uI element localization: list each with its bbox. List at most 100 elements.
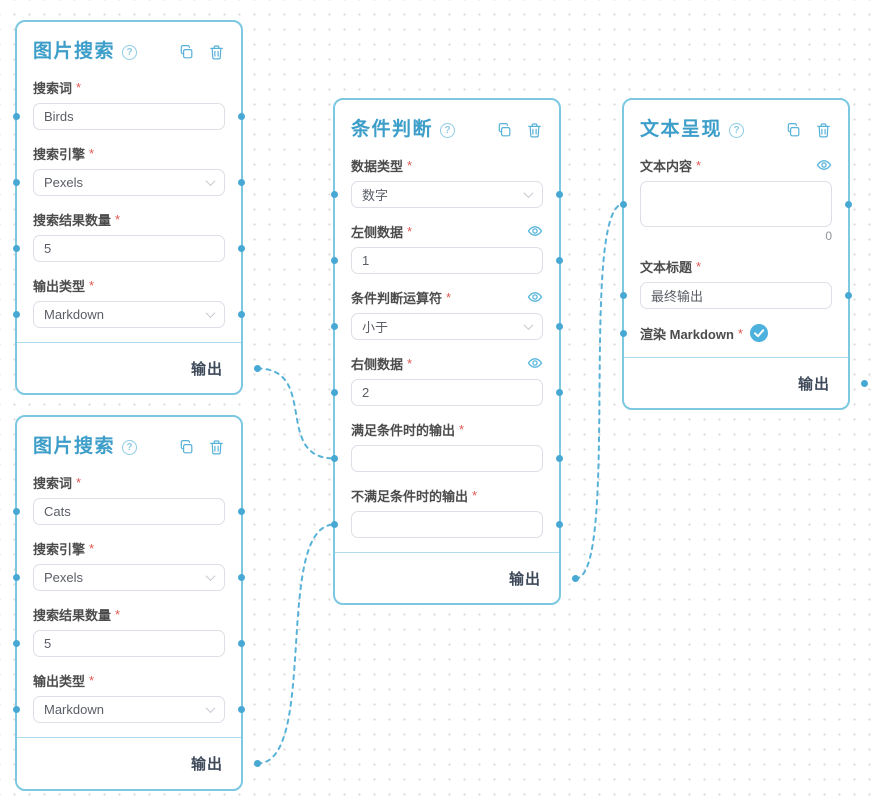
required-mark: * [472, 487, 478, 503]
port-output-right[interactable] [254, 365, 261, 372]
port-output-type-right[interactable] [238, 311, 245, 318]
port-keyword-right[interactable] [238, 113, 245, 120]
help-icon[interactable]: ? [122, 44, 138, 60]
port-output-right[interactable] [254, 760, 261, 767]
chevron-down-icon [523, 320, 534, 331]
select-value: Pexels [44, 175, 84, 190]
port-false-output-right[interactable] [556, 521, 563, 528]
true-output-input[interactable] [351, 445, 543, 472]
port-engine-right[interactable] [238, 574, 245, 581]
port-output-type-right[interactable] [238, 706, 245, 713]
port-output-type-left[interactable] [13, 706, 20, 713]
port-text-title-left[interactable] [620, 292, 627, 299]
port-right-data-left[interactable] [331, 389, 338, 396]
field-label-row: 输出类型* [33, 276, 225, 294]
copy-icon[interactable] [178, 44, 195, 61]
keyword-input[interactable] [33, 103, 225, 130]
port-right-data-right[interactable] [556, 389, 563, 396]
port-result-count-left[interactable] [13, 245, 20, 252]
node-actions [785, 122, 832, 139]
operator-select[interactable]: 小于 [351, 313, 543, 340]
eye-icon[interactable] [527, 289, 543, 305]
render-markdown-row: 渲染 Markdown* [640, 323, 832, 343]
trash-icon [528, 122, 541, 138]
data-type-select[interactable]: 数字 [351, 181, 543, 208]
node-title: 条件判断 [351, 119, 434, 140]
port-left-data-right[interactable] [556, 257, 563, 264]
port-text-title-right[interactable] [845, 292, 852, 299]
port-engine-left[interactable] [13, 574, 20, 581]
port-engine-right[interactable] [238, 179, 245, 186]
required-mark: * [115, 211, 121, 227]
chevron-down-icon [205, 571, 216, 582]
keyword-input[interactable] [33, 498, 225, 525]
port-output-right[interactable] [861, 380, 868, 387]
engine-select[interactable]: Pexels [33, 169, 225, 196]
help-icon[interactable]: ? [729, 122, 745, 138]
port-render-markdown-left[interactable] [620, 329, 627, 337]
field-data-type: 数据类型* 数字 [331, 156, 563, 208]
select-value: Pexels [44, 570, 84, 585]
copy-icon[interactable] [785, 122, 802, 139]
port-output-type-left[interactable] [13, 311, 20, 318]
port-text-content-left[interactable] [620, 200, 627, 208]
trash-icon[interactable] [526, 122, 543, 139]
trash-icon[interactable] [208, 439, 225, 456]
port-left-data-left[interactable] [331, 257, 338, 264]
port-result-count-right[interactable] [238, 640, 245, 647]
required-mark: * [76, 474, 82, 490]
left-data-input[interactable] [351, 247, 543, 274]
eye-icon[interactable] [527, 223, 543, 239]
field-left-data: 左侧数据* [331, 222, 563, 274]
checkbox-checked[interactable] [749, 324, 768, 342]
text-title-input[interactable] [640, 282, 832, 309]
eye-icon[interactable] [816, 157, 832, 173]
node-image-search-1[interactable]: 图片搜索?搜索词*搜索引擎*Pexels搜索结果数量*输出类型*Markdown… [13, 20, 261, 395]
result-count-input[interactable] [33, 235, 225, 262]
text-content-textarea[interactable] [640, 181, 832, 227]
port-text-content-right[interactable] [845, 200, 852, 208]
port-engine-left[interactable] [13, 179, 20, 186]
copy-icon[interactable] [496, 122, 513, 139]
port-false-output-left[interactable] [331, 521, 338, 528]
node-image-search-2[interactable]: 图片搜索?搜索词*搜索引擎*Pexels搜索结果数量*输出类型*Markdown… [13, 415, 261, 791]
eye-icon[interactable] [527, 355, 543, 371]
trash-icon[interactable] [208, 44, 225, 61]
port-operator-right[interactable] [556, 323, 563, 330]
port-keyword-right[interactable] [238, 508, 245, 515]
right-data-input[interactable] [351, 379, 543, 406]
false-output-input[interactable] [351, 511, 543, 538]
result-count-input[interactable] [33, 630, 225, 657]
port-true-output-right[interactable] [556, 455, 563, 462]
port-output-right[interactable] [572, 575, 579, 582]
copy-icon[interactable] [178, 439, 195, 456]
field-false-output: 不满足条件时的输出* [331, 486, 563, 538]
output-type-select[interactable]: Markdown [33, 301, 225, 328]
node-header: 条件判断? [351, 116, 543, 144]
output-type-select[interactable]: Markdown [33, 696, 225, 723]
port-data-type-left[interactable] [331, 191, 338, 198]
required-mark: * [407, 157, 413, 173]
port-keyword-left[interactable] [13, 113, 20, 120]
port-operator-left[interactable] [331, 323, 338, 330]
port-result-count-right[interactable] [238, 245, 245, 252]
node-actions [178, 439, 225, 456]
port-true-output-left[interactable] [331, 455, 338, 462]
field-label-row: 右侧数据* [351, 354, 543, 372]
eye-icon [527, 358, 543, 368]
required-mark: * [407, 223, 413, 239]
port-data-type-right[interactable] [556, 191, 563, 198]
engine-select[interactable]: Pexels [33, 564, 225, 591]
node-title: 图片搜索 [33, 41, 116, 62]
field-label: 数据类型 [351, 158, 404, 174]
node-condition[interactable]: 条件判断?数据类型*数字左侧数据*条件判断运算符*小于右侧数据*满足条件时的输出… [331, 98, 579, 605]
port-keyword-left[interactable] [13, 508, 20, 515]
port-result-count-left[interactable] [13, 640, 20, 647]
field-label: 搜索结果数量 [33, 607, 112, 623]
trash-icon[interactable] [815, 122, 832, 139]
help-icon[interactable]: ? [440, 122, 456, 138]
help-icon[interactable]: ? [122, 439, 138, 455]
field-label-row: 文本标题* [640, 257, 832, 275]
